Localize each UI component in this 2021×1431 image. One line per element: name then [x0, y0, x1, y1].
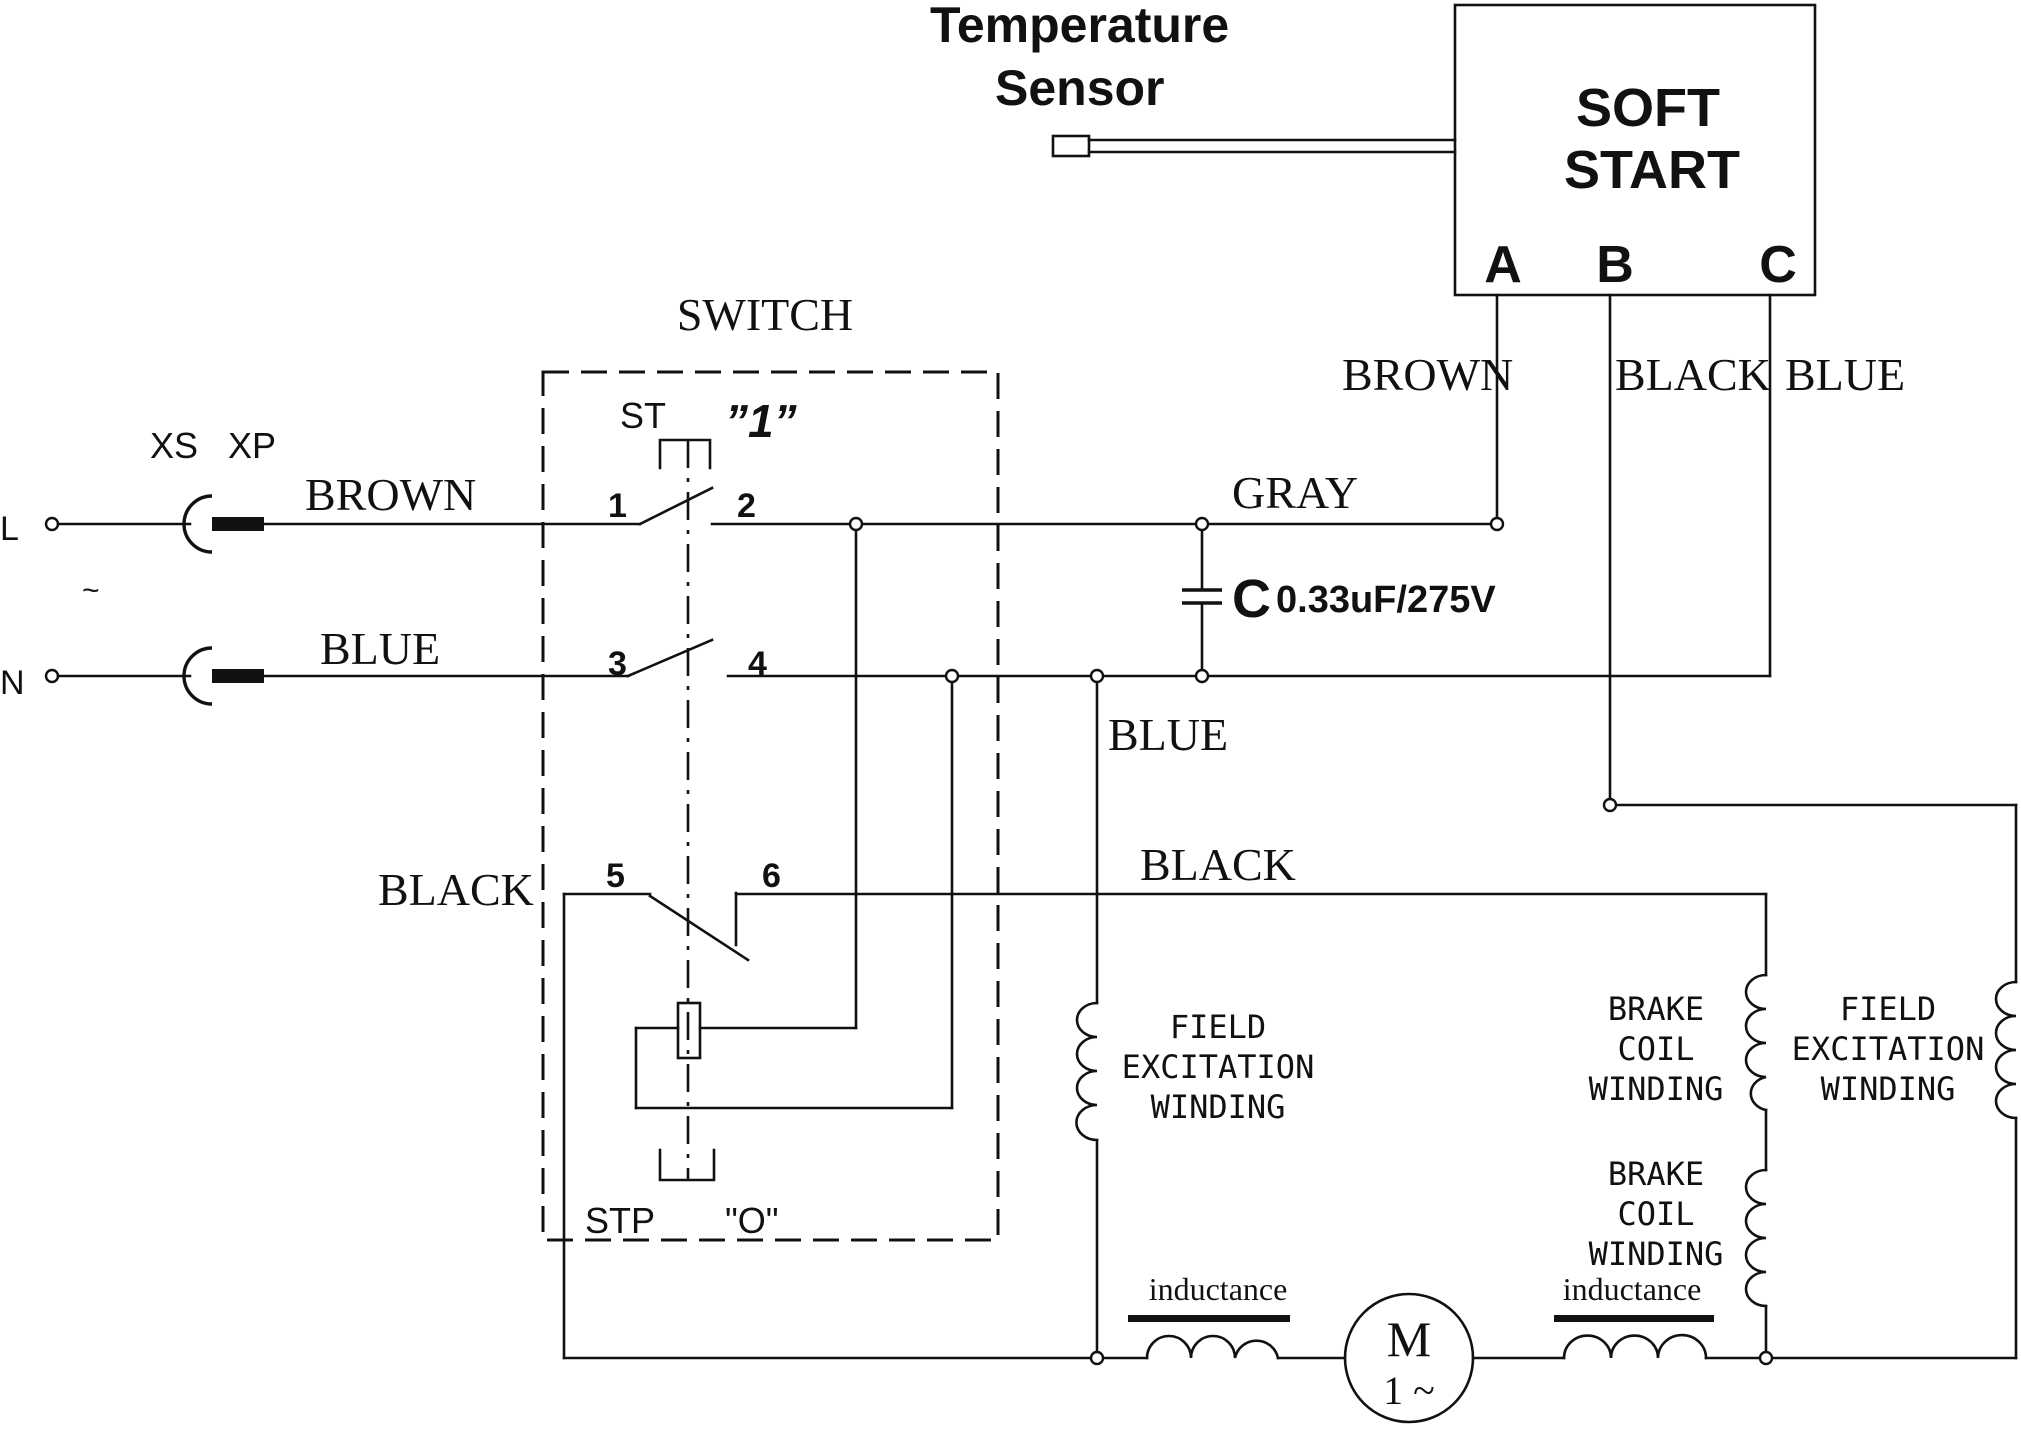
wiring: BROWN BLUE GRAY BROWN BLUE BLACK C 0.33u… [262, 293, 2018, 1360]
soft-start-module: SOFT START A B C [1453, 3, 1817, 297]
switch-st-label: ST [620, 395, 666, 436]
wire-black-b: BLACK [1615, 349, 1771, 400]
field-winding-right-icon [1994, 980, 2018, 1120]
neutral-label: N [0, 664, 25, 702]
sensor-label-1: Temperature [930, 0, 1229, 53]
terminal-2: 2 [737, 487, 756, 525]
socket-l-icon [182, 494, 213, 554]
temperature-sensor: Temperature Sensor [930, 0, 1457, 158]
motor: M 1 ~ [1343, 1292, 1475, 1424]
junction-nodes [848, 516, 1774, 1366]
terminal-1: 1 [608, 487, 627, 525]
switch-enclosure [541, 370, 1000, 1242]
terminal-4: 4 [748, 645, 767, 683]
brake2-line2: COIL [1617, 1195, 1694, 1233]
field-left-line3: WINDING [1151, 1088, 1286, 1126]
pin-n-icon [212, 669, 264, 683]
contact-5-6 [648, 894, 750, 962]
brake1-line1: BRAKE [1608, 990, 1704, 1028]
wire-brown-a: BROWN [1342, 349, 1513, 400]
switch-stp-label: STP [585, 1200, 655, 1241]
inductance-right-label: inductance [1563, 1271, 1702, 1307]
wire-blue-input: BLUE [320, 623, 440, 674]
terminal-c-label: C [1759, 236, 1797, 294]
windings: FIELD EXCITATION WINDING BRAKE COIL WIND… [1075, 973, 2018, 1308]
inductance-left-icon [1145, 1334, 1280, 1360]
sensor-label-2: Sensor [995, 60, 1165, 116]
field-right-line2: EXCITATION [1792, 1030, 1985, 1068]
contact-1-2 [638, 486, 714, 526]
motor-icon [1343, 1292, 1475, 1424]
terminal-5: 5 [606, 857, 625, 895]
field-left-line2: EXCITATION [1122, 1048, 1315, 1086]
soft-start-title-1: SOFT [1576, 78, 1720, 138]
brake1-line2: COIL [1617, 1030, 1694, 1068]
capacitor-value: 0.33uF/275V [1276, 579, 1496, 621]
ac-symbol: ~ [82, 574, 100, 607]
brake-coil-1-icon [1744, 973, 1768, 1112]
field-winding-left-icon [1075, 1001, 1099, 1142]
wire-gray: GRAY [1232, 467, 1358, 518]
terminal-a-label: A [1484, 236, 1522, 294]
inductance-left-label: inductance [1149, 1271, 1288, 1307]
inductances: inductance inductance [1128, 1271, 1714, 1360]
pin-l-icon [212, 517, 264, 531]
resistor-icon [676, 1001, 702, 1060]
terminal-6: 6 [762, 857, 781, 895]
field-right-line1: FIELD [1840, 990, 1936, 1028]
soft-start-title-2: START [1564, 140, 1740, 200]
switch-assembly: SWITCH ST ”1” STP "O" 1 2 3 4 5 6 [541, 289, 1000, 1242]
brake1-line3: WINDING [1589, 1070, 1724, 1108]
wire-blue-mid: BLUE [1108, 709, 1228, 760]
plug-xs-label: XS [150, 425, 198, 466]
switch-title: SWITCH [677, 289, 853, 340]
line-label: L [0, 510, 19, 548]
motor-phase: 1 ~ [1383, 1368, 1435, 1413]
wire-black-left: BLACK [378, 864, 534, 915]
socket-n-icon [182, 646, 213, 706]
switch-off-mark: "O" [725, 1200, 779, 1241]
inductance-right-icon [1562, 1333, 1708, 1360]
brake2-line1: BRAKE [1608, 1155, 1704, 1193]
motor-letter: M [1387, 1311, 1431, 1367]
plug-xp-label: XP [228, 425, 276, 466]
capacitor-symbol: C [1232, 569, 1271, 629]
terminal-3: 3 [608, 645, 627, 683]
sensor-probe-icon [1051, 134, 1091, 158]
field-right-line3: WINDING [1821, 1070, 1956, 1108]
wire-black-top: BLACK [1140, 839, 1296, 890]
wire-brown-input: BROWN [305, 469, 476, 520]
brake-coil-2-icon [1744, 1168, 1768, 1308]
brake2-line3: WINDING [1589, 1235, 1724, 1273]
field-left-line1: FIELD [1170, 1008, 1266, 1046]
wire-blue-c: BLUE [1785, 349, 1905, 400]
terminal-b-label: B [1596, 236, 1634, 294]
contact-3-4 [626, 638, 714, 678]
switch-on-mark: ”1” [725, 395, 797, 447]
power-plug: XS XP L N ~ [0, 425, 276, 706]
